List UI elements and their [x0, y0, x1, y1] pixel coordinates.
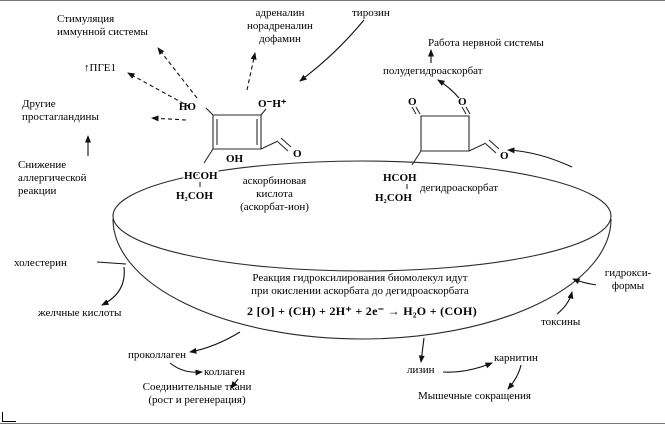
arrow-to-procollagen — [189, 331, 241, 354]
cholesterol-connector-line — [96, 261, 127, 265]
toxins-label: токсины — [541, 316, 581, 328]
arrow-lysine-to-carnitine — [442, 362, 493, 373]
up-arrow-icon: ↑ — [84, 62, 90, 74]
arrow-to-immune — [157, 47, 198, 99]
arrow-hydroxy-forms — [572, 278, 598, 286]
immune-label: Стимуляция иммунной системы — [57, 13, 148, 38]
connective-tissue-label: Соединительные ткани (рост и регенерация… — [142, 381, 252, 406]
ascorbate-caption: аскорбиновая кислота (аскорбат-ион) — [222, 175, 327, 214]
nervous-system-label: Работа нервной системы — [428, 37, 544, 49]
arrow-procollagen-to-collagen — [169, 362, 203, 376]
arrow-to-lysine — [418, 337, 425, 363]
semidehydroascorbate-label: полудегидроаскорбат — [383, 65, 483, 77]
bile-acids-label: желчные кислоты — [38, 307, 122, 319]
atom-hcoh: HCOH — [184, 170, 218, 182]
arrow-cycle-to-dehydroascorbate — [507, 147, 573, 168]
pge1-text: ПГЕ1 — [89, 62, 117, 74]
atom-oh: OH — [226, 153, 244, 165]
tyrosine-label: тирозин — [352, 7, 390, 19]
ascorbate-structure: HO O⁻H⁺ OH O HCOH H₂COH — [175, 97, 304, 204]
arrow-collagen-to-connective — [230, 378, 239, 389]
atom-o-lactone-2: O — [500, 150, 509, 162]
lysine-label: лизин — [407, 364, 435, 376]
muscle-label: Мышечные сокращения — [418, 390, 531, 402]
dehydroascorbate-structure: O O O HCOH H₂COH — [374, 95, 511, 206]
atom-o-h: O⁻H⁺ — [258, 98, 287, 110]
procollagen-label: проколлаген — [128, 349, 187, 361]
arrow-to-semidehydroascorbate — [437, 79, 460, 99]
atom-hcoh-2: HCOH — [383, 172, 417, 184]
arrow-to-catecholamines — [246, 52, 257, 91]
page-corner-mark — [2, 412, 16, 422]
arrow-tyrosine-curve — [299, 19, 365, 82]
arrow-toxins-to-dish — [556, 291, 574, 315]
arrow-to-prostaglandins — [151, 115, 187, 122]
arrow-carnitine-to-muscle — [507, 364, 522, 390]
atom-o-lactone: O — [293, 148, 302, 160]
atom-h2coh: H₂COH — [176, 190, 213, 202]
carnitine-label: карнитин — [494, 352, 538, 364]
arrow-cholesterol-to-bile — [101, 266, 125, 306]
pge1-label: ↑ПГЕ1 — [84, 62, 116, 75]
collagen-label: коллаген — [204, 366, 246, 378]
allergy-label: Снижение аллергической реакции — [18, 159, 87, 197]
cholesterol-label: холестерин — [14, 257, 67, 269]
hydroxy-forms-label: гидрокси- формы — [596, 267, 660, 293]
dehydroascorbate-caption: дегидроаскорбат — [420, 182, 499, 195]
atom-o-left: O — [408, 96, 417, 108]
catecholamines-label: адреналин норадреналин дофамин — [247, 7, 313, 45]
central-statement: Реакция гидроксилирования биомолекул иду… — [251, 272, 469, 297]
atom-h2coh-2: H₂COH — [375, 192, 412, 204]
reaction-dish — [112, 160, 612, 340]
prostaglandins-label: Другие простагландины — [22, 98, 99, 123]
reaction-equation: 2 [O] + (CH) + 2H⁺ + 2e⁻ → H₂O + (COH) — [247, 304, 477, 318]
atom-o-right: O — [458, 96, 467, 108]
arrow-to-pge1 — [127, 72, 191, 108]
